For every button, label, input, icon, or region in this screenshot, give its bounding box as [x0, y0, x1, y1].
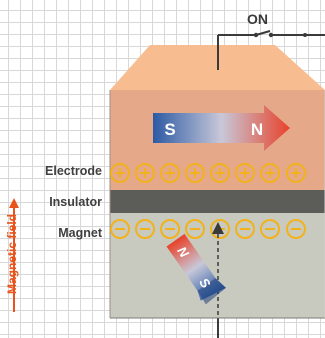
positive-charge	[160, 163, 180, 183]
negative-charge	[260, 219, 280, 239]
positive-charge	[110, 163, 130, 183]
negative-charge-row	[110, 219, 306, 239]
switch-label: ON	[247, 11, 268, 27]
negative-charge	[110, 219, 130, 239]
negative-charge	[286, 219, 306, 239]
electrode-label: Electrode	[45, 164, 102, 178]
magnetic-field-axis	[9, 198, 19, 312]
negative-charge	[160, 219, 180, 239]
positive-charge	[235, 163, 255, 183]
negative-charge	[235, 219, 255, 239]
bar-magnet-south-pole: S	[164, 120, 175, 139]
negative-charge	[210, 219, 230, 239]
positive-charge	[185, 163, 205, 183]
positive-charge-row	[110, 163, 306, 183]
insulator-label: Insulator	[49, 195, 102, 209]
switch	[253, 30, 307, 38]
positive-charge	[210, 163, 230, 183]
positive-charge	[286, 163, 306, 183]
bar-magnet-north-pole: N	[251, 120, 263, 139]
positive-charge	[260, 163, 280, 183]
tilted-magnet: N S	[166, 233, 226, 305]
negative-charge	[135, 219, 155, 239]
electrode-bar-magnet: S N	[153, 105, 290, 151]
field-arrow	[212, 222, 224, 318]
positive-charge	[135, 163, 155, 183]
insulator-layer	[110, 190, 325, 213]
magnet-label: Magnet	[58, 226, 102, 240]
magnetic-field-label: Magnetic field	[5, 214, 19, 295]
negative-charge	[185, 219, 205, 239]
